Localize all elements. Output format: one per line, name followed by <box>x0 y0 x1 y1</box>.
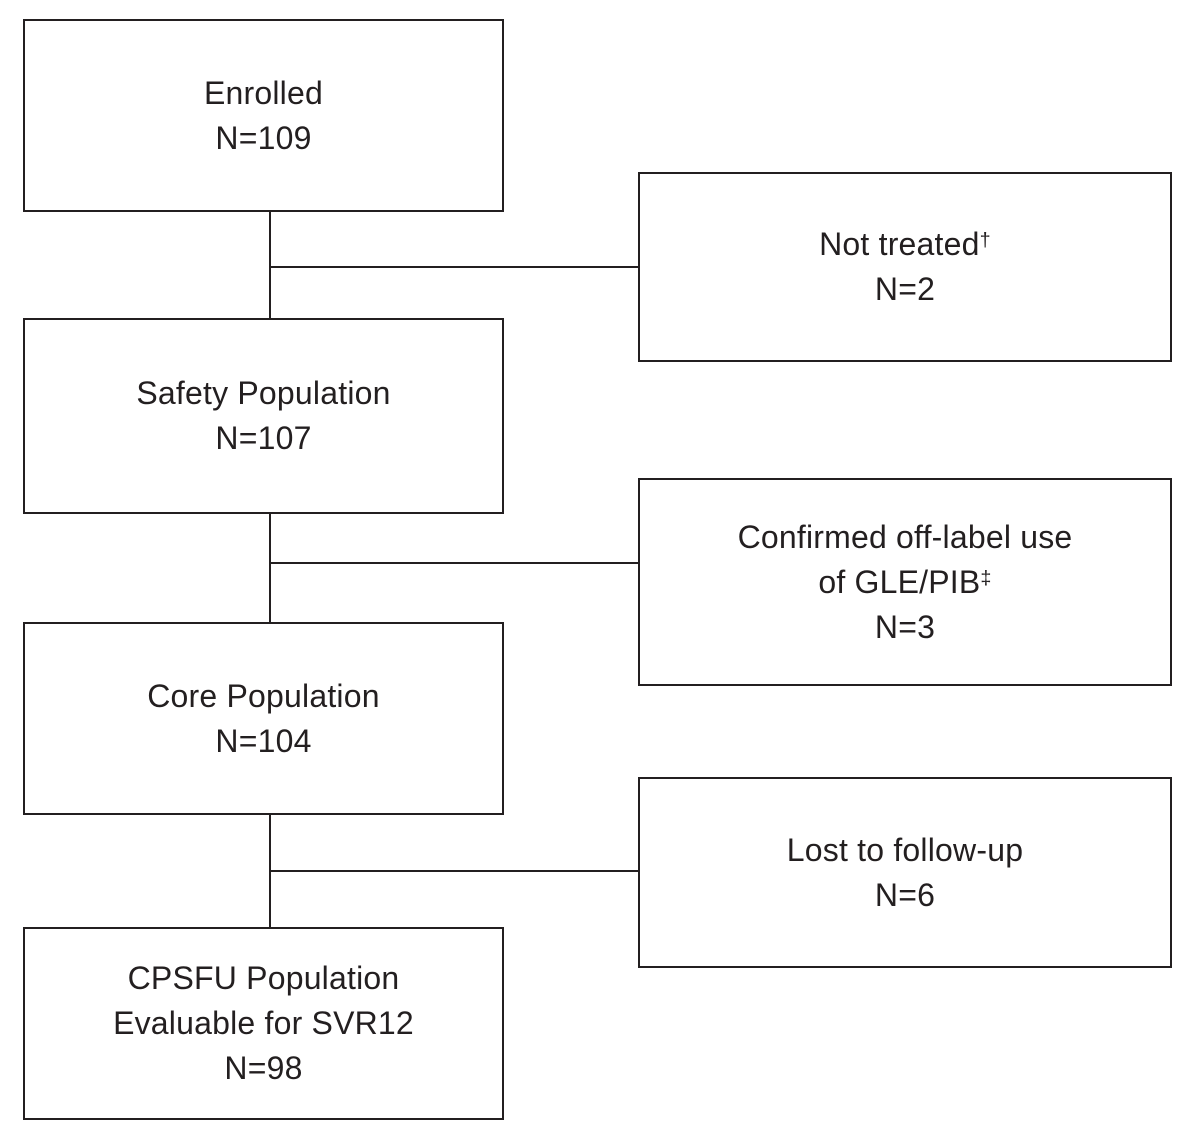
box-lost-to-follow-up-text: Lost to follow-up N=6 <box>787 828 1023 918</box>
box-line: Evaluable for SVR12 <box>113 1001 414 1046</box>
box-label: Confirmed off-label use <box>737 518 1073 555</box>
box-label: CPSFU Population <box>127 960 400 996</box>
box-line: of GLE/PIB‡ <box>738 560 1073 605</box>
dagger-superscript: † <box>979 229 991 252</box>
box-count: N=3 <box>874 608 936 645</box>
box-line: CPSFU Population <box>113 956 414 1001</box>
box-line: Not treated† <box>819 222 991 267</box>
box-enrolled: Enrolled N=109 <box>23 19 504 212</box>
box-cpsfu-population-text: CPSFU Population Evaluable for SVR12 N=9… <box>113 956 414 1091</box>
box-line: N=107 <box>136 416 390 461</box>
connector-branch-not-treated <box>269 266 638 268</box>
box-count: N=6 <box>874 876 936 913</box>
box-count: N=104 <box>215 722 312 759</box>
connector-safety-to-core <box>269 514 271 622</box>
box-label: Lost to follow-up <box>786 831 1024 868</box>
box-safety-population: Safety Population N=107 <box>23 318 504 514</box>
box-lost-to-follow-up: Lost to follow-up N=6 <box>638 777 1172 968</box>
box-confirmed-off-label-use: Confirmed off-label use of GLE/PIB‡ N=3 <box>638 478 1172 686</box>
box-line: Core Population <box>147 674 379 719</box>
box-label: Core Population <box>147 677 380 714</box>
box-line: Confirmed off-label use <box>738 515 1073 560</box>
box-not-treated: Not treated† N=2 <box>638 172 1172 362</box>
box-line: N=3 <box>738 605 1073 650</box>
box-line: N=2 <box>819 267 991 312</box>
box-count: N=107 <box>215 420 312 456</box>
box-line: N=109 <box>204 116 323 161</box>
box-count: N=109 <box>215 119 312 156</box>
box-not-treated-text: Not treated† N=2 <box>819 222 991 312</box>
box-line: Lost to follow-up <box>787 828 1023 873</box>
box-line: Safety Population <box>136 371 390 416</box>
box-count: N=2 <box>874 271 936 307</box>
box-cpsfu-population: CPSFU Population Evaluable for SVR12 N=9… <box>23 927 504 1120</box>
box-line: N=98 <box>113 1046 414 1091</box>
box-line: N=104 <box>147 719 379 764</box>
double-dagger-superscript: ‡ <box>980 566 992 589</box>
box-enrolled-text: Enrolled N=109 <box>204 71 323 161</box>
box-line: N=6 <box>787 873 1023 918</box>
box-count: N=98 <box>224 1050 303 1086</box>
box-safety-population-text: Safety Population N=107 <box>136 371 390 461</box>
box-label: Safety Population <box>136 375 391 411</box>
box-label: Enrolled <box>203 74 323 111</box>
connector-branch-off-label <box>269 562 638 564</box>
box-label: of GLE/PIB <box>818 563 981 600</box>
box-confirmed-off-label-use-text: Confirmed off-label use of GLE/PIB‡ N=3 <box>738 515 1073 650</box>
box-core-population: Core Population N=104 <box>23 622 504 815</box>
box-label: Not treated <box>819 226 980 262</box>
connector-enrolled-to-safety <box>269 212 271 318</box>
box-core-population-text: Core Population N=104 <box>147 674 379 764</box>
box-line: Enrolled <box>204 71 323 116</box>
connector-branch-lost-to-follow-up <box>269 870 638 872</box>
box-label: Evaluable for SVR12 <box>113 1005 414 1041</box>
